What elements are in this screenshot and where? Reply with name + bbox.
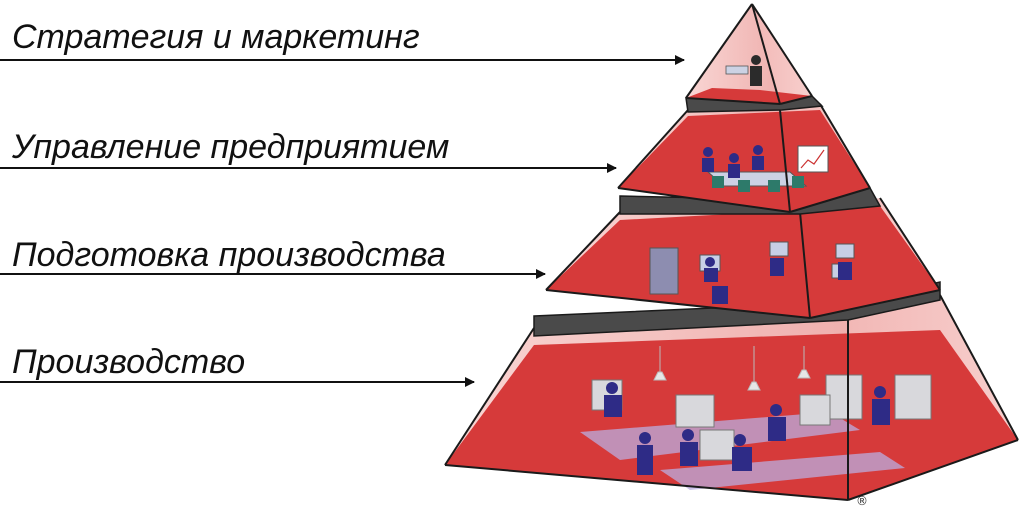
level-label-production: Производство	[12, 343, 246, 381]
level-label-strategy: Стратегия и маркетинг	[12, 18, 420, 56]
level-label-preparation: Подготовка производства	[12, 236, 446, 274]
tier-production	[444, 294, 1019, 501]
tier-management	[617, 103, 871, 213]
tier-strategy	[685, 3, 813, 105]
level-label-management: Управление предприятием	[12, 128, 450, 166]
tier-preparation	[545, 197, 941, 319]
registered-mark: ®	[856, 494, 868, 508]
